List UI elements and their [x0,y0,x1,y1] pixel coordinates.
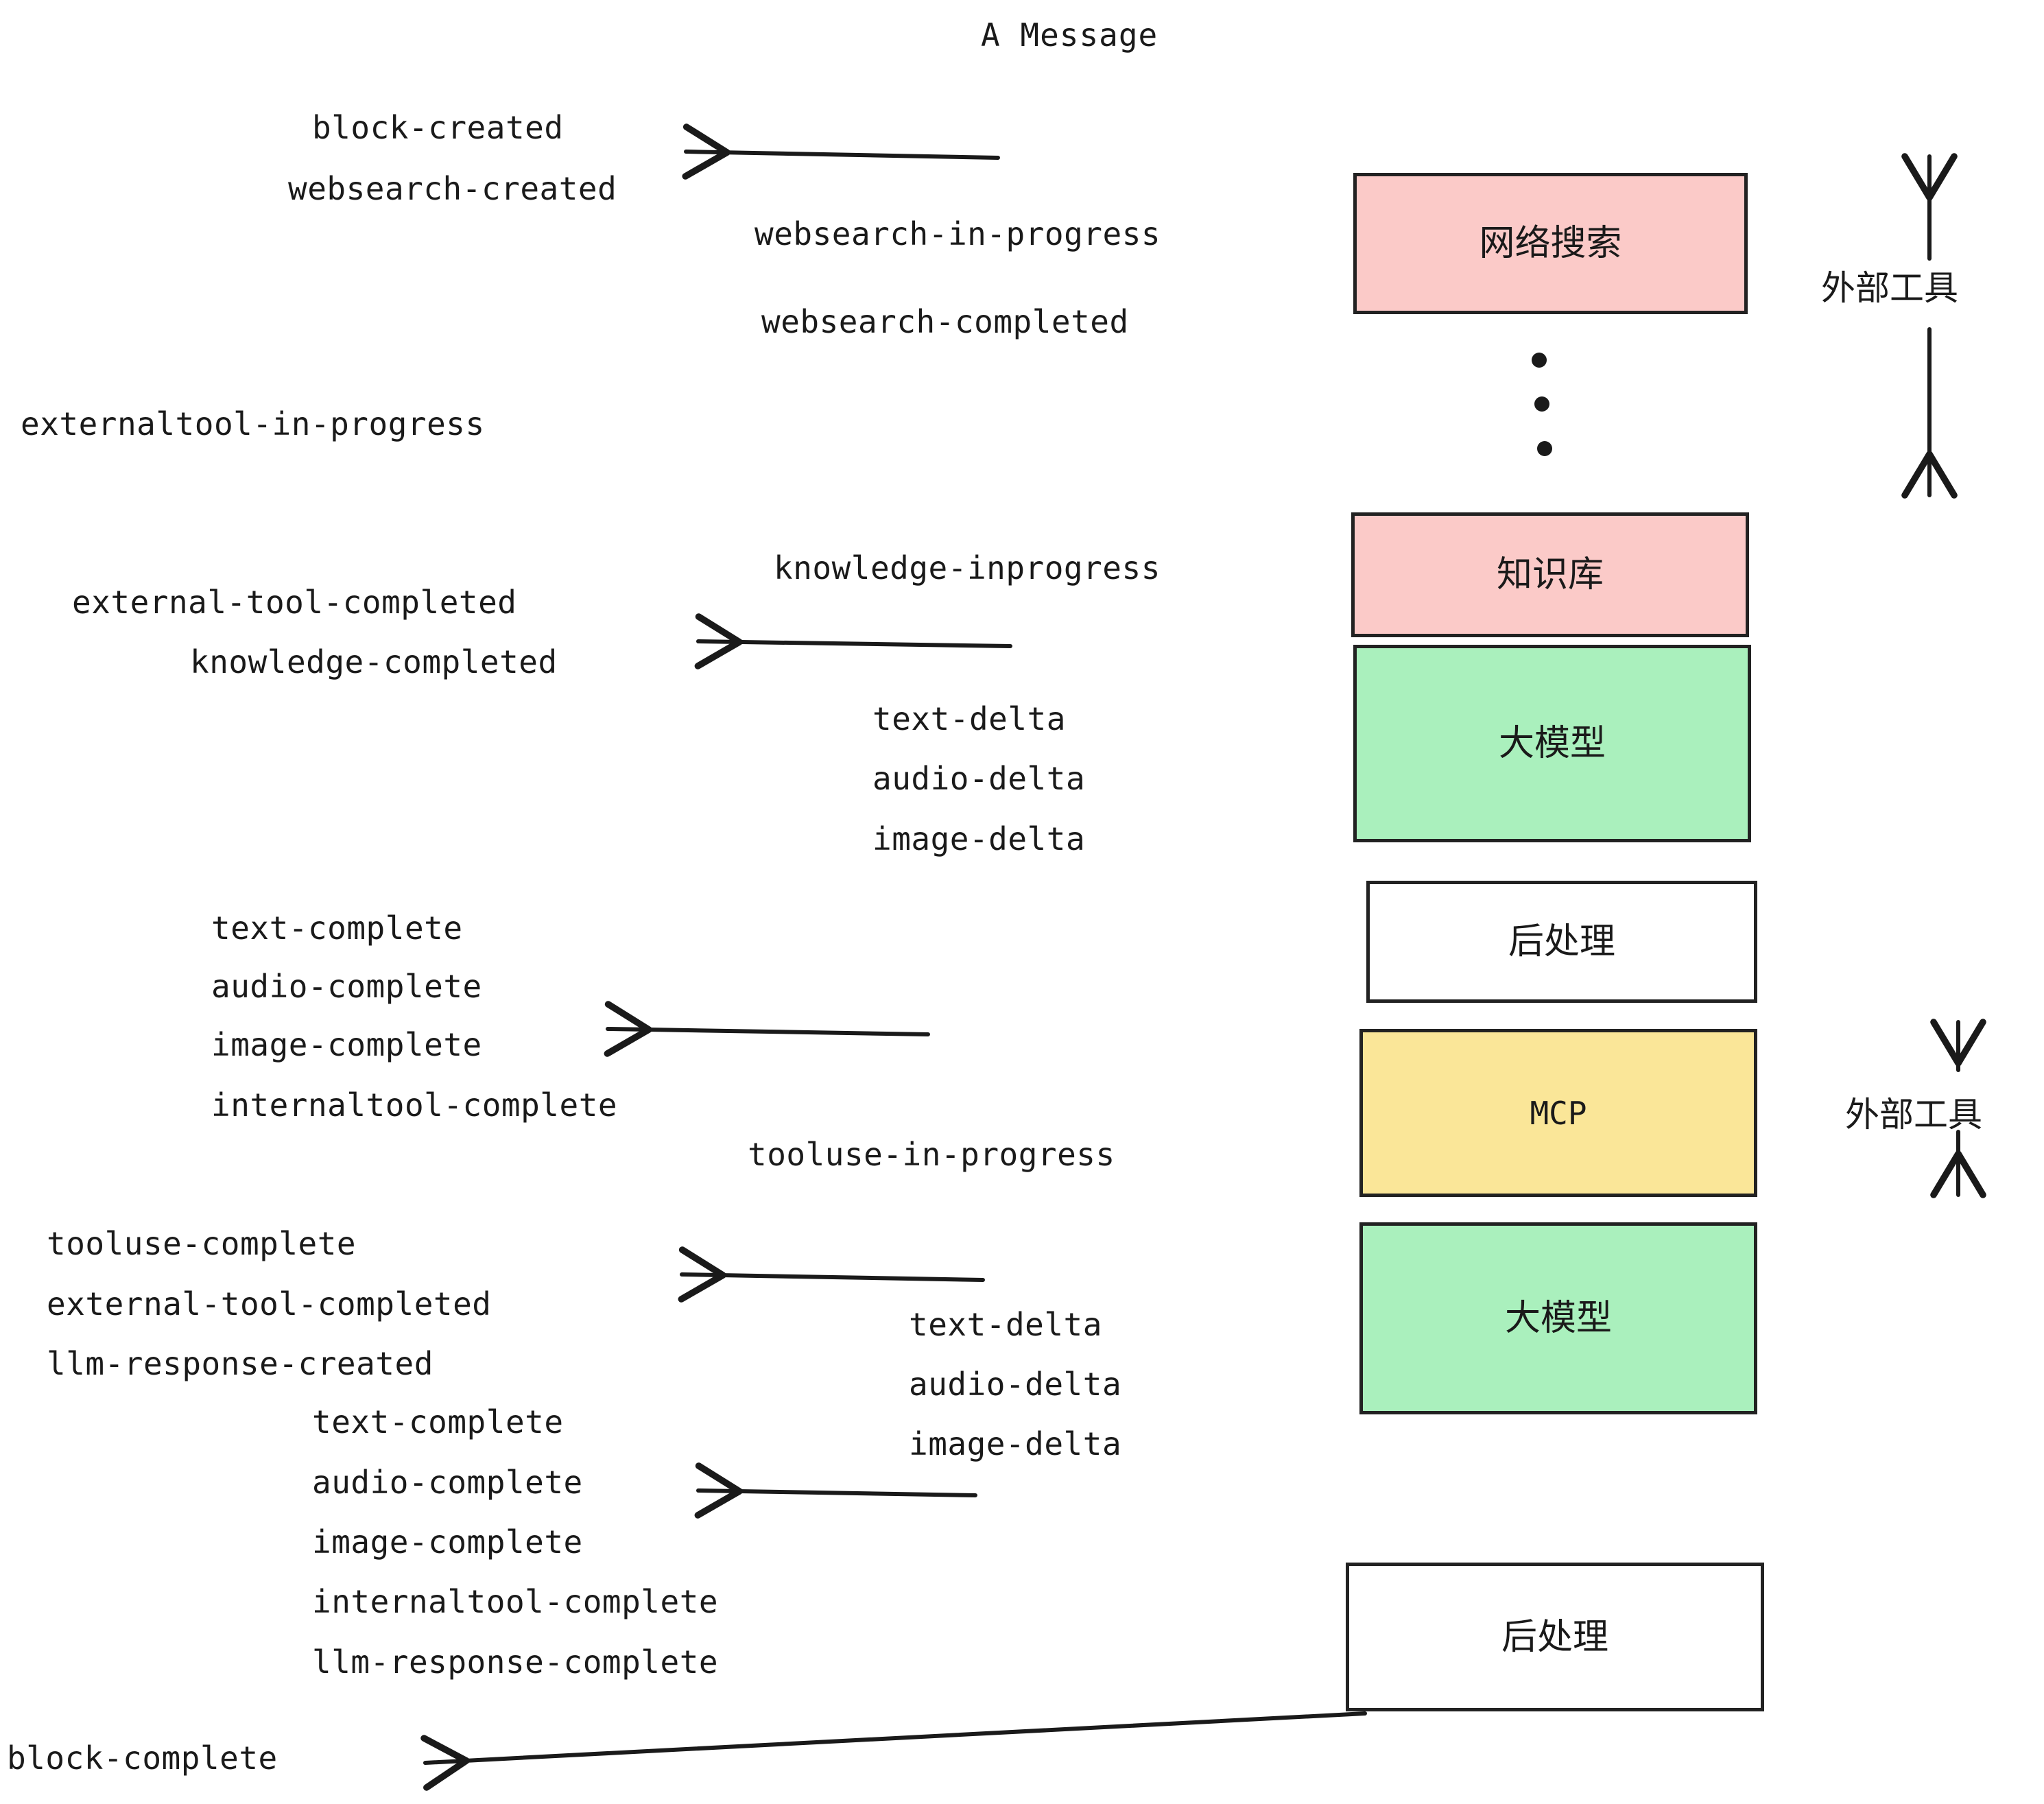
event-label-audio-complete-2: audio-complete [312,1464,583,1501]
ellipsis-dot [1534,396,1549,412]
event-label-internaltool-complete-2: internaltool-complete [312,1583,719,1620]
event-label-audio-complete-1: audio-complete [211,968,482,1005]
event-label-text-delta-2: text-delta [909,1306,1102,1343]
event-label-image-delta-1: image-delta [872,820,1086,857]
event-label-external-tool-completed-2: external-tool-completed [47,1285,492,1322]
ellipsis-dot [1532,353,1547,368]
node-mcp: MCP [1359,1029,1757,1197]
node-label: 知识库 [1496,554,1604,595]
node-label: 大模型 [1498,723,1606,764]
group-label-external-tools-top: 外部工具 [1821,268,1958,308]
event-label-websearch-created: websearch-created [288,170,617,207]
event-label-audio-delta-1: audio-delta [872,760,1086,797]
event-label-block-created: block-created [312,109,564,146]
group-label-external-tools-bottom: 外部工具 [1845,1095,1982,1135]
event-label-text-complete-1: text-complete [211,910,463,947]
node-label: MCP [1530,1094,1587,1132]
event-label-image-complete-1: image-complete [211,1026,482,1063]
arrow-knowledge-done [694,613,1012,669]
event-label-internaltool-complete-1: internaltool-complete [211,1087,618,1124]
event-label-knowledge-inprogress: knowledge-inprogress [774,549,1161,586]
flow-arrow-group [420,123,1367,1791]
node-websearch: 网络搜索 [1353,173,1748,314]
node-llm-1: 大模型 [1353,645,1751,842]
event-label-block-complete: block-complete [7,1740,278,1777]
event-label-tooluse-complete: tooluse-complete [47,1225,357,1262]
node-post-1: 后处理 [1366,881,1757,1003]
event-label-llm-response-complete: llm-response-complete [312,1643,719,1681]
node-llm-2: 大模型 [1359,1222,1757,1414]
node-label: 后处理 [1501,1616,1608,1658]
event-label-text-complete-2: text-complete [312,1403,564,1440]
node-knowledge: 知识库 [1351,512,1749,637]
event-label-knowledge-completed: knowledge-completed [190,643,558,680]
event-label-websearch-completed: websearch-completed [761,303,1129,340]
event-label-externaltool-in-progress: externaltool-in-progress [21,405,485,442]
event-label-image-delta-2: image-delta [909,1425,1122,1462]
event-label-websearch-in-progress: websearch-in-progress [754,215,1161,252]
node-label: 后处理 [1508,921,1615,962]
arrow-block-created [682,123,1000,180]
arrow-audio-complete [694,1462,977,1519]
arrow-tooluse-done [678,1246,985,1303]
ellipsis-dot [1537,441,1552,456]
node-label: 网络搜索 [1479,223,1622,264]
event-label-image-complete-2: image-complete [312,1523,583,1560]
event-label-audio-delta-2: audio-delta [909,1366,1122,1403]
node-label: 大模型 [1504,1298,1612,1339]
event-label-llm-response-created: llm-response-created [47,1345,433,1382]
arrow-block-complete [420,1711,1367,1791]
page-title: A Message [981,16,1158,54]
event-label-tooluse-in-progress: tooluse-in-progress [748,1136,1115,1173]
arrow-image-complete [604,1001,930,1057]
node-post-2: 后处理 [1346,1563,1764,1711]
event-label-external-tool-completed-1: external-tool-completed [72,584,517,621]
event-label-text-delta-1: text-delta [872,700,1066,737]
group-arrow-group [1901,153,1986,1198]
